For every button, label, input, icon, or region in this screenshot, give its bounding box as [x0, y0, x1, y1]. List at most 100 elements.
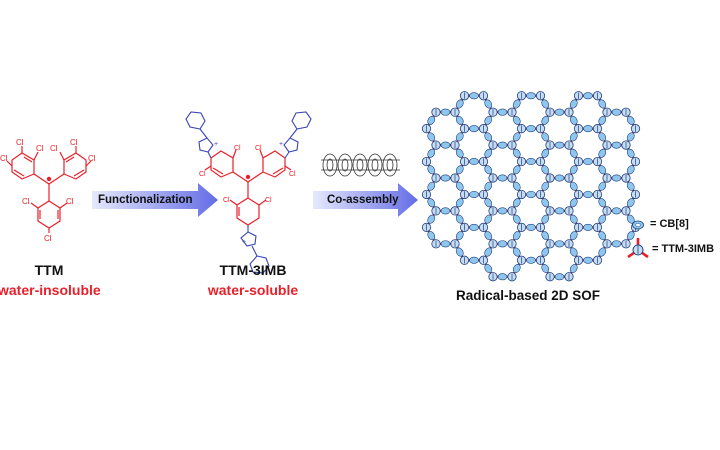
sof-cb8-bead: [497, 141, 508, 149]
sof-cb8-bead: [554, 273, 565, 281]
legend-ttm3imb-label: = TTM-3IMB: [652, 243, 715, 255]
sof-cb8-bead: [512, 132, 521, 142]
sof-cb8-bead: [541, 115, 550, 125]
sof-cb8-bead: [541, 99, 550, 109]
co-assembly-label: Co-assembly: [327, 194, 399, 206]
sof-cb8-bead: [497, 207, 508, 215]
sof-cb8-bead: [484, 263, 493, 274]
ttm3imb-charge-labels: + + +: [214, 141, 283, 246]
sof-cb8-bead: [512, 99, 521, 109]
sof-cb8-bead: [526, 92, 536, 100]
sof-cb8-bead: [497, 240, 508, 248]
sof-cb8-bead: [598, 198, 607, 208]
sof-cb8-bead: [427, 148, 436, 158]
sof-cb8-bead: [569, 181, 578, 191]
sof-cb8-bead: [541, 198, 550, 208]
sof-cb8-bead: [484, 99, 493, 109]
sof-cb8-bead: [598, 148, 607, 158]
ttm-radical-dot: [46, 176, 52, 182]
sof-cb8-bead: [611, 174, 622, 182]
sof-cb8-bead: [626, 148, 635, 158]
svg-text:Cl: Cl: [66, 197, 74, 206]
sof-cb8-bead: [569, 99, 578, 109]
sof-cb8-bead: [455, 198, 464, 208]
sof-cb8-bead: [469, 158, 479, 166]
sof-cb8-bead: [455, 231, 464, 241]
sof-cb8-bead: [554, 207, 565, 215]
sof-cb8-bead: [512, 214, 521, 224]
sof-cb8-bead: [484, 132, 493, 142]
sof-cb8-bead: [484, 247, 493, 257]
sof-title-label: Radical-based 2D SOF: [455, 288, 601, 303]
ttm3imb-property-label: water-soluble: [207, 282, 299, 298]
sof-cb8-bead: [469, 223, 479, 231]
sof-cb8-bead: [440, 240, 451, 248]
sof-cb8-bead: [598, 115, 607, 125]
sof-cb8-bead: [427, 165, 436, 175]
sof-cb8-bead: [469, 92, 479, 100]
sof-cb8-bead: [626, 198, 635, 208]
sof-cb8-bead: [569, 115, 578, 125]
sof-cb8-bead: [484, 115, 493, 125]
sof-cb8-bead: [554, 141, 565, 149]
sof-cb8-bead: [469, 190, 479, 198]
sof-cb8-bead: [541, 148, 550, 158]
svg-text:Cl: Cl: [234, 145, 241, 152]
sof-cb8-bead: [541, 214, 550, 224]
ttm3imb-radical-dot: [245, 174, 251, 180]
sof-cb8-bead: [583, 256, 593, 264]
svg-text:Cl: Cl: [50, 144, 58, 153]
sof-cb8-bead: [455, 165, 464, 175]
svg-text:Cl: Cl: [0, 154, 8, 163]
sof-cb8-bead: [497, 174, 508, 182]
sof-cb8-bead: [484, 214, 493, 224]
sof-cb8-bead: [469, 125, 479, 133]
sof-cb8-bead: [455, 115, 464, 125]
svg-text:Cl: Cl: [265, 197, 272, 204]
sof-cb8-bead: [512, 165, 521, 175]
sof-cb8-bead: [541, 181, 550, 191]
sof-cb8-bead: [455, 148, 464, 158]
sof-cb8-bead: [469, 256, 479, 264]
ttm3imb-imidazolium-arms: [185, 111, 312, 274]
sof-cb8-bead: [598, 165, 607, 175]
sof-cb8-bead: [583, 125, 593, 133]
legend-cb8-icon: [632, 220, 644, 230]
sof-cb8-bead: [569, 132, 578, 142]
sof-cb8-bead: [598, 99, 607, 109]
sof-cb8-bead: [541, 247, 550, 257]
sof-cb8-bead: [526, 223, 536, 231]
sof-cb8-bead: [526, 190, 536, 198]
sof-cb8-bead: [512, 198, 521, 208]
sof-cb8-bead: [512, 115, 521, 125]
svg-text:Cl: Cl: [44, 234, 52, 243]
sof-cb8-bead: [598, 214, 607, 224]
sof-cb8-bead: [583, 158, 593, 166]
sof-cb8-bead: [583, 190, 593, 198]
sof-cb8-bead: [626, 231, 635, 241]
functionalization-label: Functionalization: [98, 194, 193, 206]
sof-cb8-bead: [569, 214, 578, 224]
legend-cb8-label: = CB[8]: [650, 218, 689, 230]
sof-cb8-bead: [512, 263, 521, 274]
sof-cb8-bead: [626, 132, 635, 142]
ttm-name-label: TTM: [34, 262, 64, 278]
sof-cb8-bead: [440, 207, 451, 215]
sof-cb8-bead: [541, 132, 550, 142]
ttm-structure: [6, 146, 92, 233]
sof-cb8-bead: [497, 108, 508, 116]
sof-cb8-bead: [455, 132, 464, 142]
sof-cb8-bead: [440, 174, 451, 182]
sof-cb8-bead: [497, 273, 508, 281]
co-assembly-arrow: [313, 183, 418, 217]
legend-ttm3imb-icon: [627, 238, 649, 259]
svg-text:+: +: [279, 141, 283, 148]
sof-cb8-bead: [554, 108, 565, 116]
sof-cb8-bead: [512, 247, 521, 257]
sof-cb8-bead: [427, 198, 436, 208]
sof-cb8-bead: [611, 108, 622, 116]
sof-cb8-bead: [526, 158, 536, 166]
svg-text:Cl: Cl: [16, 138, 24, 147]
sof-cb8-bead: [484, 181, 493, 191]
